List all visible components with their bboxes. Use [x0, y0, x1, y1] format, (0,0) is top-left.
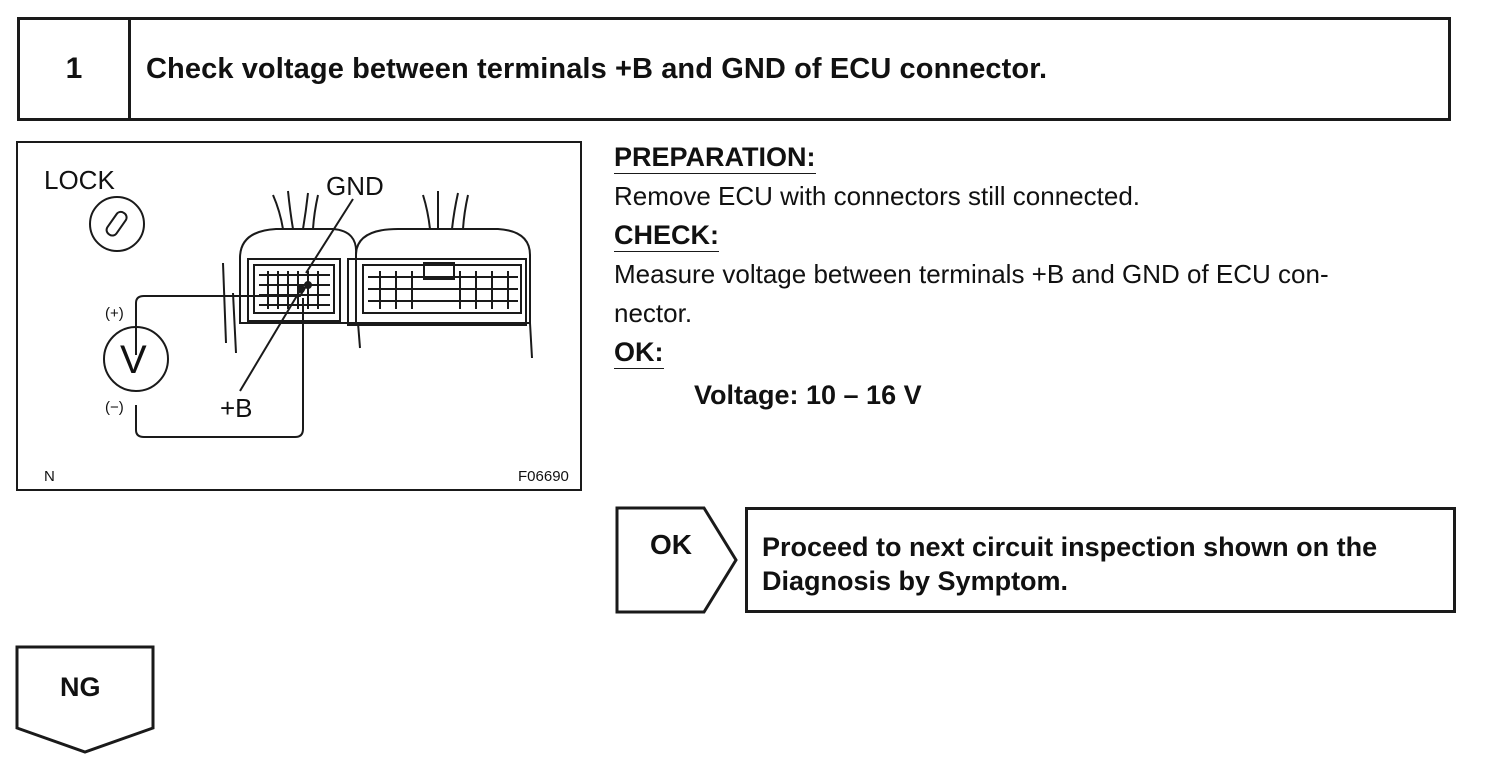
plus-b-label: +B	[220, 393, 253, 423]
check-text-line-1: Measure voltage between terminals +B and…	[614, 259, 1329, 289]
ng-arrow	[15, 645, 155, 754]
preparation-heading: PREPARATION:	[614, 142, 816, 174]
figure-code: F06690	[518, 468, 569, 485]
plus-b-pointer	[239, 288, 302, 392]
ok-arrow	[615, 506, 738, 614]
ng-label: NG	[60, 672, 101, 702]
positive-terminal-label: (+)	[105, 305, 124, 322]
step-header: 1 Check voltage between terminals +B and…	[17, 17, 1451, 121]
ok-result-box: Proceed to next circuit inspection shown…	[745, 507, 1456, 613]
check-heading: CHECK:	[614, 220, 719, 252]
corner-label: N	[44, 468, 55, 485]
negative-lead	[135, 298, 304, 438]
ok-result-line-2: Diagnosis by Symptom.	[762, 566, 1069, 596]
negative-terminal-label: (−)	[105, 399, 124, 416]
lock-label: LOCK	[44, 165, 115, 195]
connector-drawing	[89, 190, 533, 438]
ok-result-line-1: Proceed to next circuit inspection shown…	[762, 532, 1378, 562]
right-connector	[355, 228, 531, 324]
gnd-label: GND	[326, 171, 384, 201]
voltage-spec: Voltage: 10 – 16 V	[694, 380, 922, 410]
positive-lead	[135, 282, 309, 355]
ok-label: OK	[650, 529, 692, 560]
voltmeter-label: V	[120, 338, 147, 382]
check-text-line-2: nector.	[614, 298, 693, 328]
ecu-connector-illustration: LOCK GND +B V (+) (−) N F06690	[16, 141, 582, 491]
procedure-text: PREPARATION: Remove ECU with connectors …	[614, 138, 1464, 415]
preparation-text: Remove ECU with connectors still connect…	[614, 181, 1141, 211]
lock-icon	[89, 196, 145, 252]
voltmeter-icon	[103, 326, 169, 392]
gnd-pointer	[305, 198, 354, 274]
step-title: Check voltage between terminals +B and G…	[146, 52, 1048, 85]
ok-heading: OK:	[614, 337, 664, 369]
step-number: 1	[20, 20, 131, 118]
